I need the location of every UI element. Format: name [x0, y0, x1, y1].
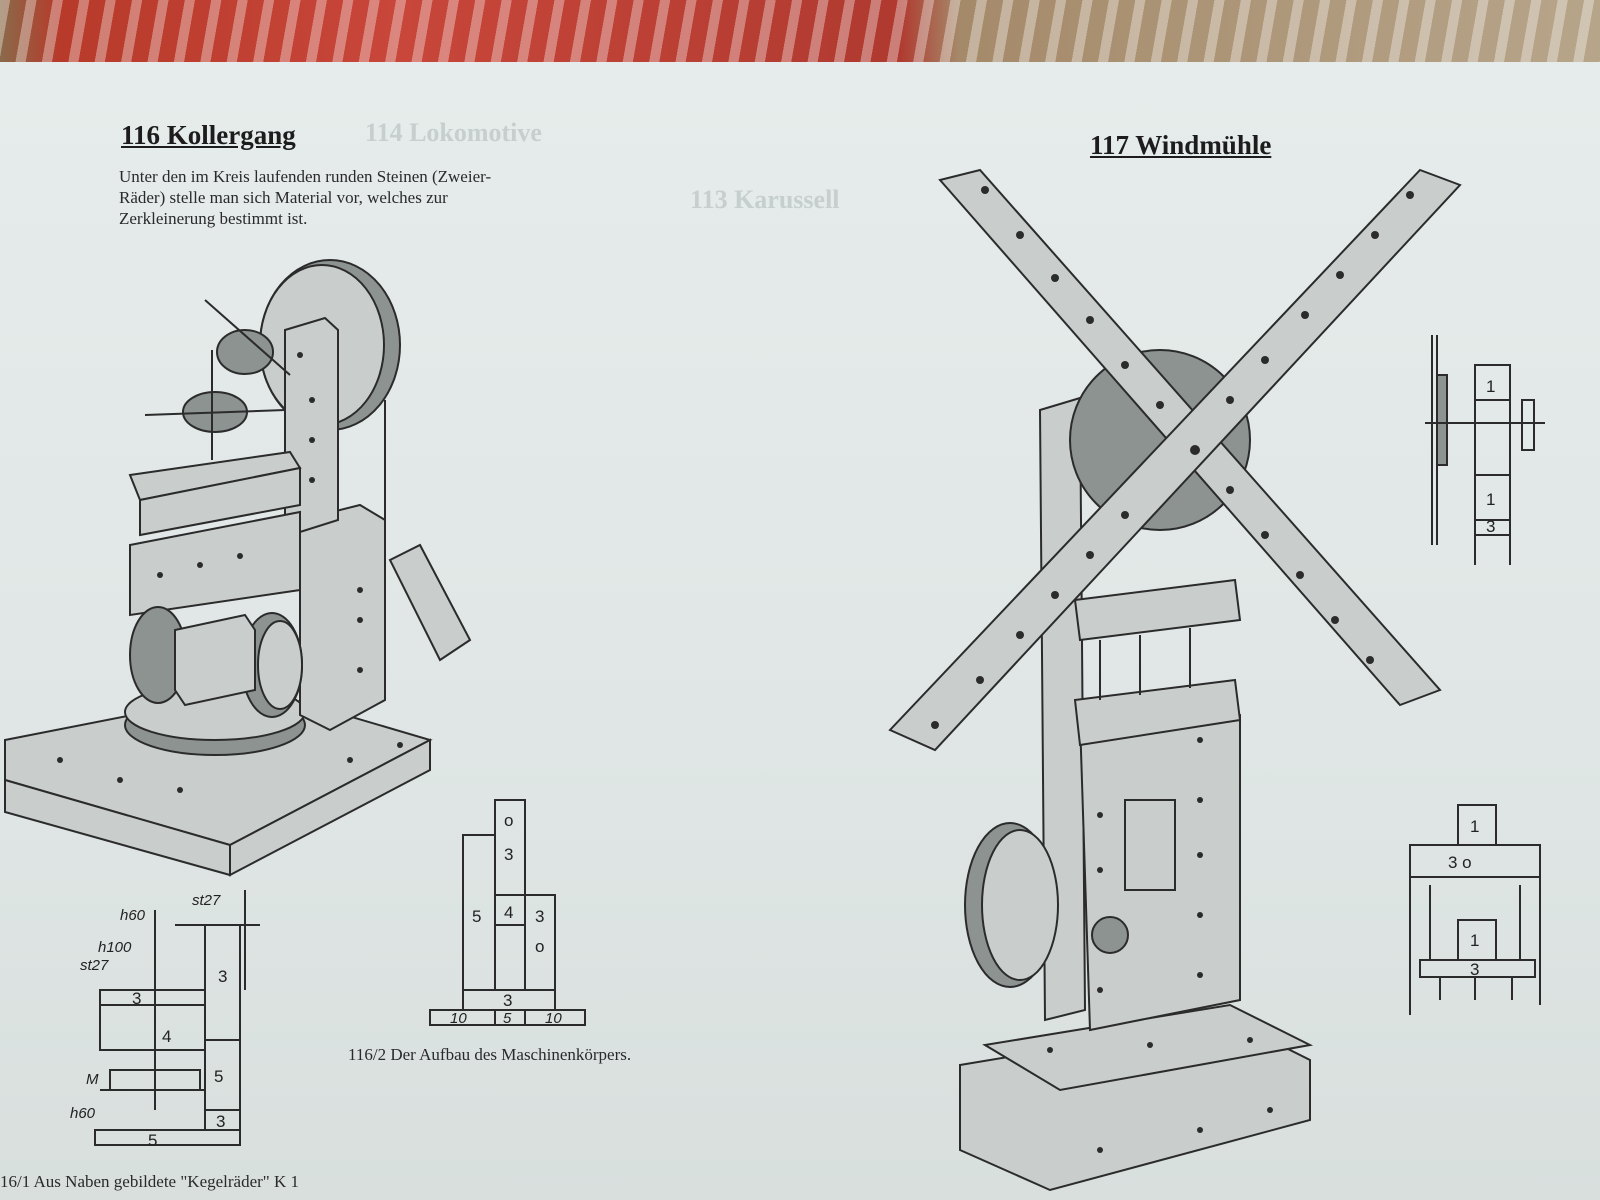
carpet-background — [0, 0, 1600, 68]
ghost-text-karussell: 113 Karussell — [690, 185, 840, 214]
diagram-116-2: o 3 5 4 3 o 3 10 5 10 — [429, 799, 586, 1027]
label-116-1-3: st27 — [80, 957, 109, 974]
windmuehle-illustration — [888, 168, 1462, 1192]
label-117-side-2: 3 — [1486, 517, 1495, 536]
title-windmuehle: 117 Windmühle — [1090, 130, 1272, 160]
label-116-2-1: 3 — [504, 845, 513, 864]
label-116-2-3: 4 — [504, 903, 513, 922]
label-116-2-4: 3 — [535, 907, 544, 926]
label-116-1-1: st27 — [192, 892, 221, 909]
label-116-1-4: 3 — [218, 967, 227, 986]
label-116-1-9: h60 — [70, 1105, 96, 1122]
label-117-side-0: 1 — [1486, 377, 1495, 396]
diagram-116-1: h60 st27 h100 st27 3 3 4 5 M h60 3 5 — [70, 890, 260, 1150]
label-116-2-2: 5 — [472, 907, 481, 926]
label-116-2-9: 10 — [545, 1010, 562, 1027]
label-116-2-7: 10 — [450, 1010, 467, 1027]
diagram-117-front: 1 3 o 1 3 — [1409, 804, 1541, 1015]
title-kollergang: 116 Kollergang — [121, 120, 296, 150]
label-116-2-8: 5 — [503, 1010, 512, 1027]
description-kollergang: Unter den im Kreis laufenden runden Stei… — [119, 167, 492, 228]
label-116-1-7: 5 — [214, 1067, 223, 1086]
label-117-front-2: 1 — [1470, 931, 1479, 950]
label-117-front-3: 3 — [1470, 960, 1479, 979]
caption-116-1: 16/1 Aus Naben gebildete "Kegelräder" K … — [0, 1172, 300, 1191]
label-117-front-0: 1 — [1470, 817, 1479, 836]
label-116-1-11: 5 — [148, 1131, 157, 1150]
label-117-side-1: 1 — [1486, 490, 1495, 509]
label-116-1-8: M — [86, 1071, 99, 1088]
label-116-1-10: 3 — [216, 1112, 225, 1131]
label-116-1-5: 3 — [132, 989, 141, 1008]
label-116-1-2: h100 — [98, 939, 132, 956]
label-117-front-1: 3 o — [1448, 853, 1472, 872]
kollergang-illustration — [4, 259, 472, 877]
label-116-2-5: o — [535, 937, 544, 956]
ghost-text-lokomotive: 114 Lokomotive — [365, 118, 542, 147]
label-116-1-6: 4 — [162, 1027, 171, 1046]
caption-116-2: 116/2 Der Aufbau des Maschinenkörpers. — [348, 1045, 632, 1064]
diagram-117-side: 1 1 3 — [1425, 335, 1545, 565]
label-116-2-0: o — [504, 811, 513, 830]
label-116-2-6: 3 — [503, 991, 512, 1010]
label-116-1-0: h60 — [120, 907, 146, 924]
